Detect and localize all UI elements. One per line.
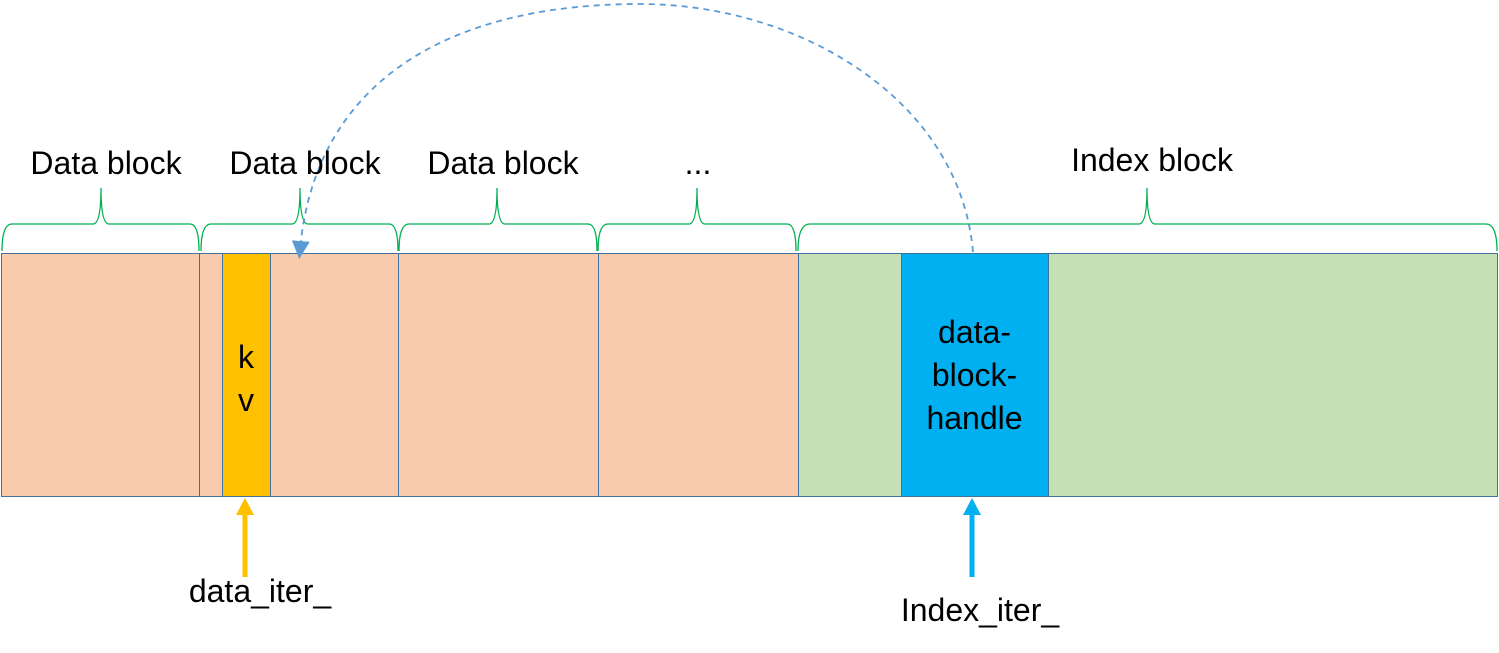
label-ellipsis: ... [684, 145, 712, 181]
kv-text: k v [223, 336, 269, 422]
data-block-4 [598, 253, 799, 497]
label-index-iter: Index_iter_ [900, 592, 1060, 628]
brace-index-block [797, 187, 1498, 252]
brace-data-block-2 [200, 187, 399, 252]
label-index-block: Index block [1071, 142, 1233, 178]
data-block-handle-entry: data- block- handle [901, 253, 1049, 497]
brace-data-block-3 [398, 187, 598, 252]
handle-line-3: handle [926, 400, 1023, 437]
kv-key: k [238, 339, 254, 375]
dashed-reference-arrow [291, 3, 974, 259]
data-block-3 [398, 253, 599, 497]
kv-value: v [238, 382, 254, 419]
kv-entry: k v [222, 253, 271, 497]
data-block-1 [1, 253, 200, 497]
data-iter-arrow [236, 498, 254, 577]
handle-line-1: data- [938, 314, 1011, 350]
label-data-block-3: Data block [427, 145, 579, 181]
label-data-block-1: Data block [30, 145, 182, 181]
handle-line-2: block- [931, 357, 1018, 394]
index-iter-arrow [963, 498, 981, 577]
label-data-block-2: Data block [229, 145, 381, 181]
brace-ellipsis [597, 187, 797, 252]
label-data-iter: data_iter_ [188, 573, 332, 609]
handle-text: data- block- handle [902, 311, 1047, 441]
brace-data-block-1 [1, 187, 200, 252]
